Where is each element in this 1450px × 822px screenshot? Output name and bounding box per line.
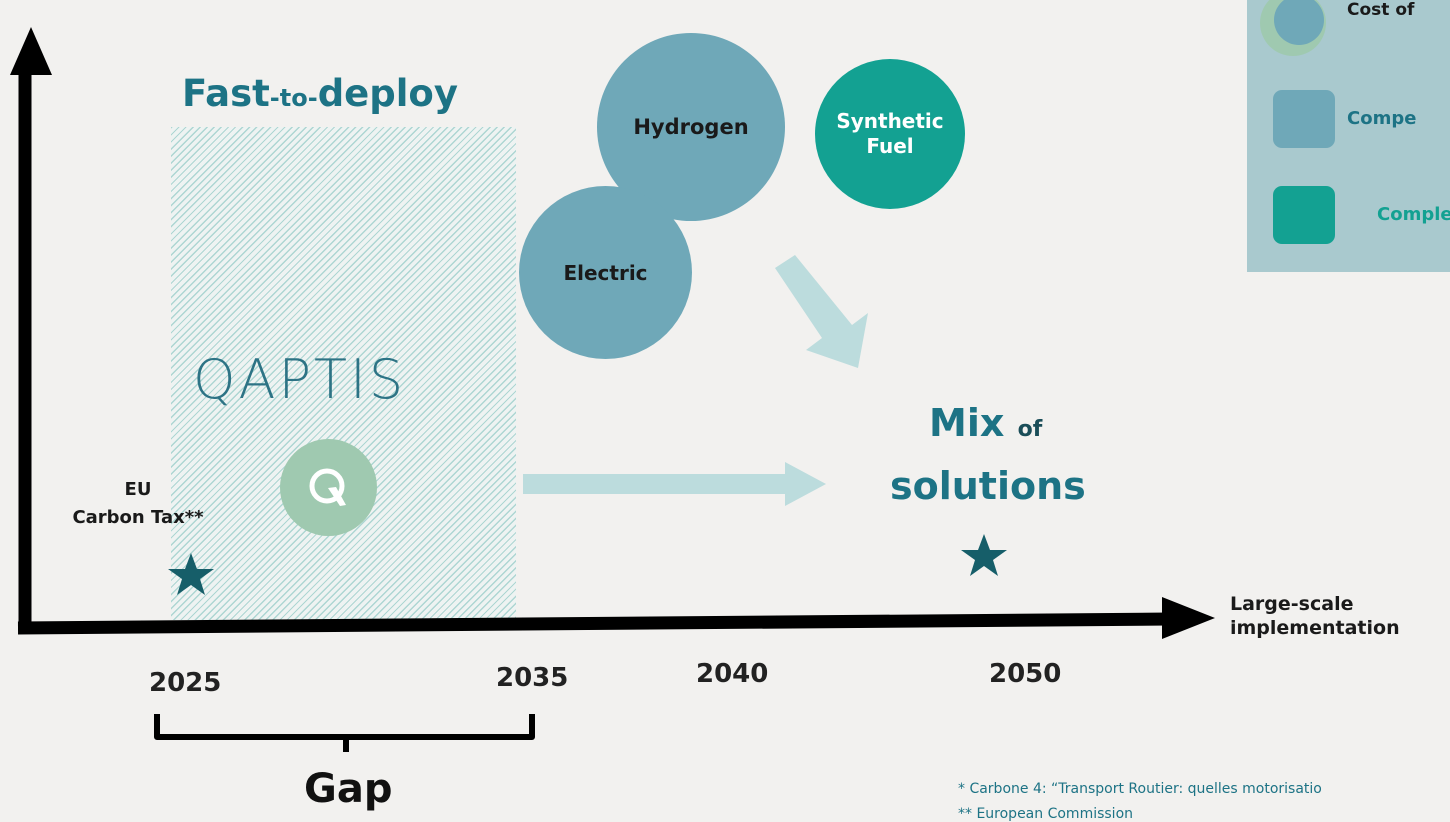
legend-competitive-label: Compe [1347, 108, 1417, 129]
legend-complementary-swatch [1273, 186, 1335, 244]
arrow-head-horizontal [785, 462, 826, 506]
hydrogen-bubble: Hydrogen [597, 33, 785, 221]
footnote-1: * Carbone 4: “Transport Routier: quelles… [958, 781, 1322, 797]
footnote-2: ** European Commission [958, 806, 1134, 822]
fast-to-deploy-heading: Fast-to-deploy [182, 72, 458, 115]
legend-competitive-swatch [1273, 90, 1335, 148]
legend-panel: Cost of Compe Comple [1247, 0, 1450, 272]
year-2025: 2025 [149, 668, 222, 698]
of-word: of [1017, 417, 1043, 442]
electric-bubble: Electric [519, 186, 692, 359]
qaptis-text: QAPTIS [193, 348, 407, 411]
mix-of-label: Mix of [929, 401, 1042, 445]
year-2035: 2035 [496, 663, 569, 693]
star-icon [168, 553, 214, 595]
legend-complementary-label: Comple [1377, 204, 1450, 225]
solutions-label: solutions [890, 464, 1086, 508]
legend-cost-label: Cost of [1347, 0, 1415, 20]
year-2040: 2040 [696, 659, 769, 689]
year-2050: 2050 [989, 659, 1062, 689]
x-axis-line [17, 612, 1171, 635]
heading-to: -to- [269, 84, 318, 112]
synthetic-fuel-label: Synthetic Fuel [836, 109, 944, 158]
mix-word: Mix [929, 401, 1005, 445]
x-axis-arrowhead [1162, 597, 1215, 639]
qaptis-logo-glyph [309, 468, 346, 506]
gap-region [171, 127, 516, 620]
synthetic-fuel-bubble: Synthetic Fuel [815, 59, 965, 209]
heading-fast: Fast [182, 72, 270, 115]
heading-deploy: deploy [317, 72, 458, 115]
qaptis-wordmark: QAPTIS [193, 348, 406, 411]
arrow-diagonal [775, 255, 868, 368]
hydrogen-label: Hydrogen [633, 115, 749, 139]
x-axis-label: Large-scale implementation [1230, 593, 1400, 639]
electric-label: Electric [563, 260, 648, 285]
legend-cost-circle-inner [1274, 0, 1324, 45]
gap-bracket [154, 714, 535, 740]
eu-carbon-tax-label: EU Carbon Tax** [72, 479, 204, 528]
y-axis-arrowhead [10, 27, 52, 75]
gap-label: Gap [304, 766, 393, 812]
qaptis-logo-icon [280, 439, 377, 536]
star-icon [961, 534, 1007, 576]
arrow-icon [523, 474, 785, 494]
